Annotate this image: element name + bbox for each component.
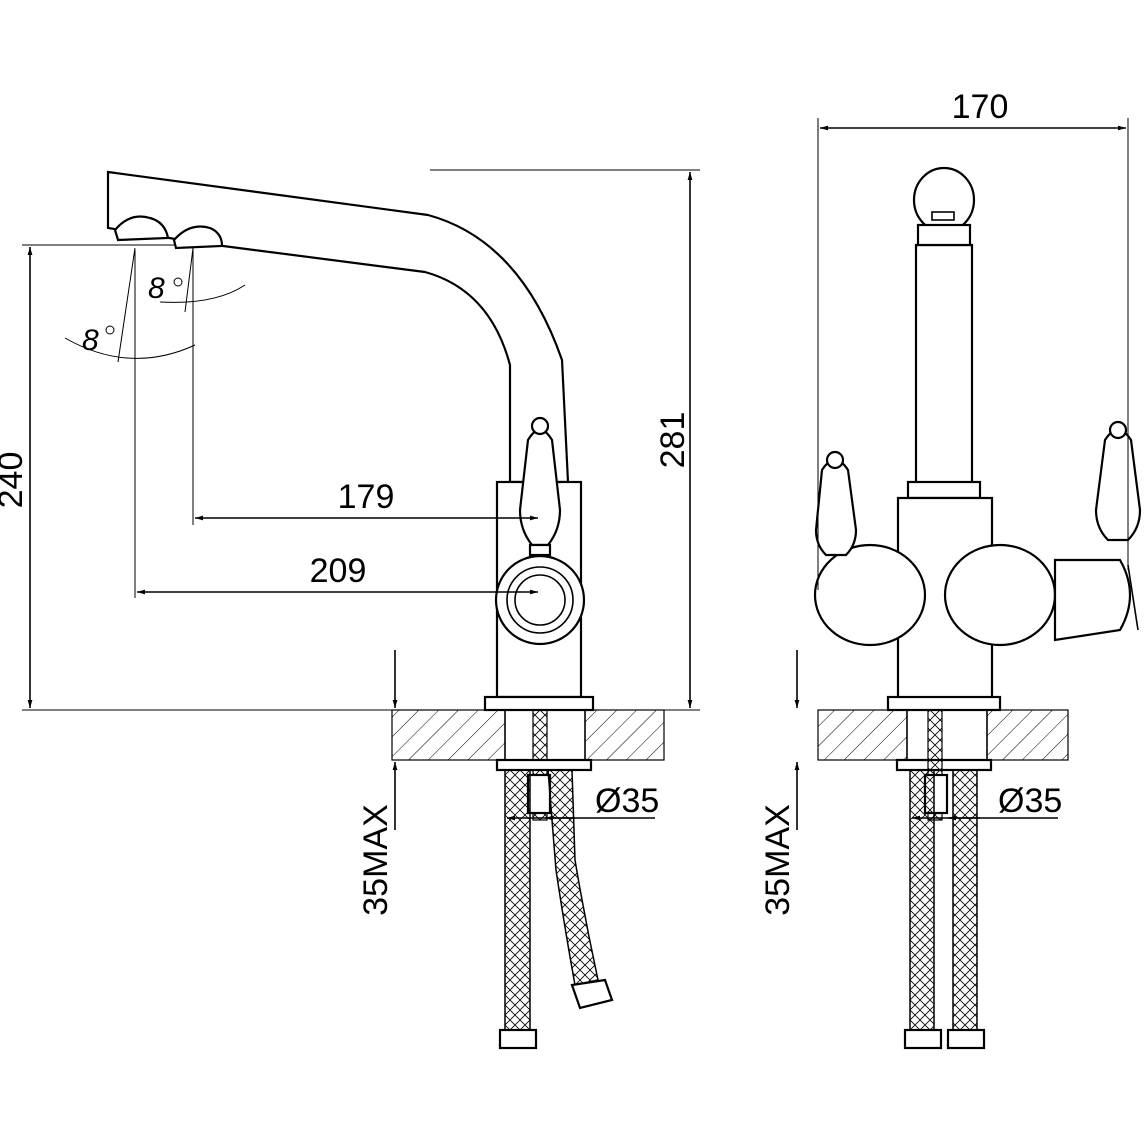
hose-left-front xyxy=(909,769,935,1031)
dim-width: 170 xyxy=(952,88,1009,126)
dim-max-thickness: 35MAX xyxy=(357,804,395,916)
hose-right xyxy=(547,769,599,986)
side-view: 281 240 179 209 8 8 35MAX Ø35 xyxy=(0,169,700,1050)
handle-hub xyxy=(494,554,586,646)
handle-lever-right xyxy=(1094,428,1142,542)
dim-reach-1: 179 xyxy=(338,478,395,516)
hose-left xyxy=(504,769,531,1031)
spout-head xyxy=(912,166,976,234)
handle-hub-left xyxy=(813,543,927,647)
dim-hole-diameter-front: Ø35 xyxy=(998,782,1062,820)
handle-lever-left xyxy=(814,458,858,557)
angle-label-2: 8 xyxy=(82,324,99,357)
aerator-right xyxy=(172,225,224,250)
dim-height-outlet: 240 xyxy=(0,452,30,509)
dim-max-thickness-front: 35MAX xyxy=(759,804,797,916)
aerator-left xyxy=(113,215,170,242)
spout xyxy=(106,170,570,484)
dim-height-total: 281 xyxy=(654,412,692,469)
angle-label-1: 8 xyxy=(148,272,165,305)
dim-reach-2: 209 xyxy=(310,552,367,590)
spout-column xyxy=(914,243,974,487)
dim-hole-diameter: Ø35 xyxy=(595,782,659,820)
front-view: 170 35MAX Ø35 xyxy=(759,88,1142,1050)
handle-hub-right xyxy=(943,543,1057,647)
hose-right-front xyxy=(952,769,978,1031)
